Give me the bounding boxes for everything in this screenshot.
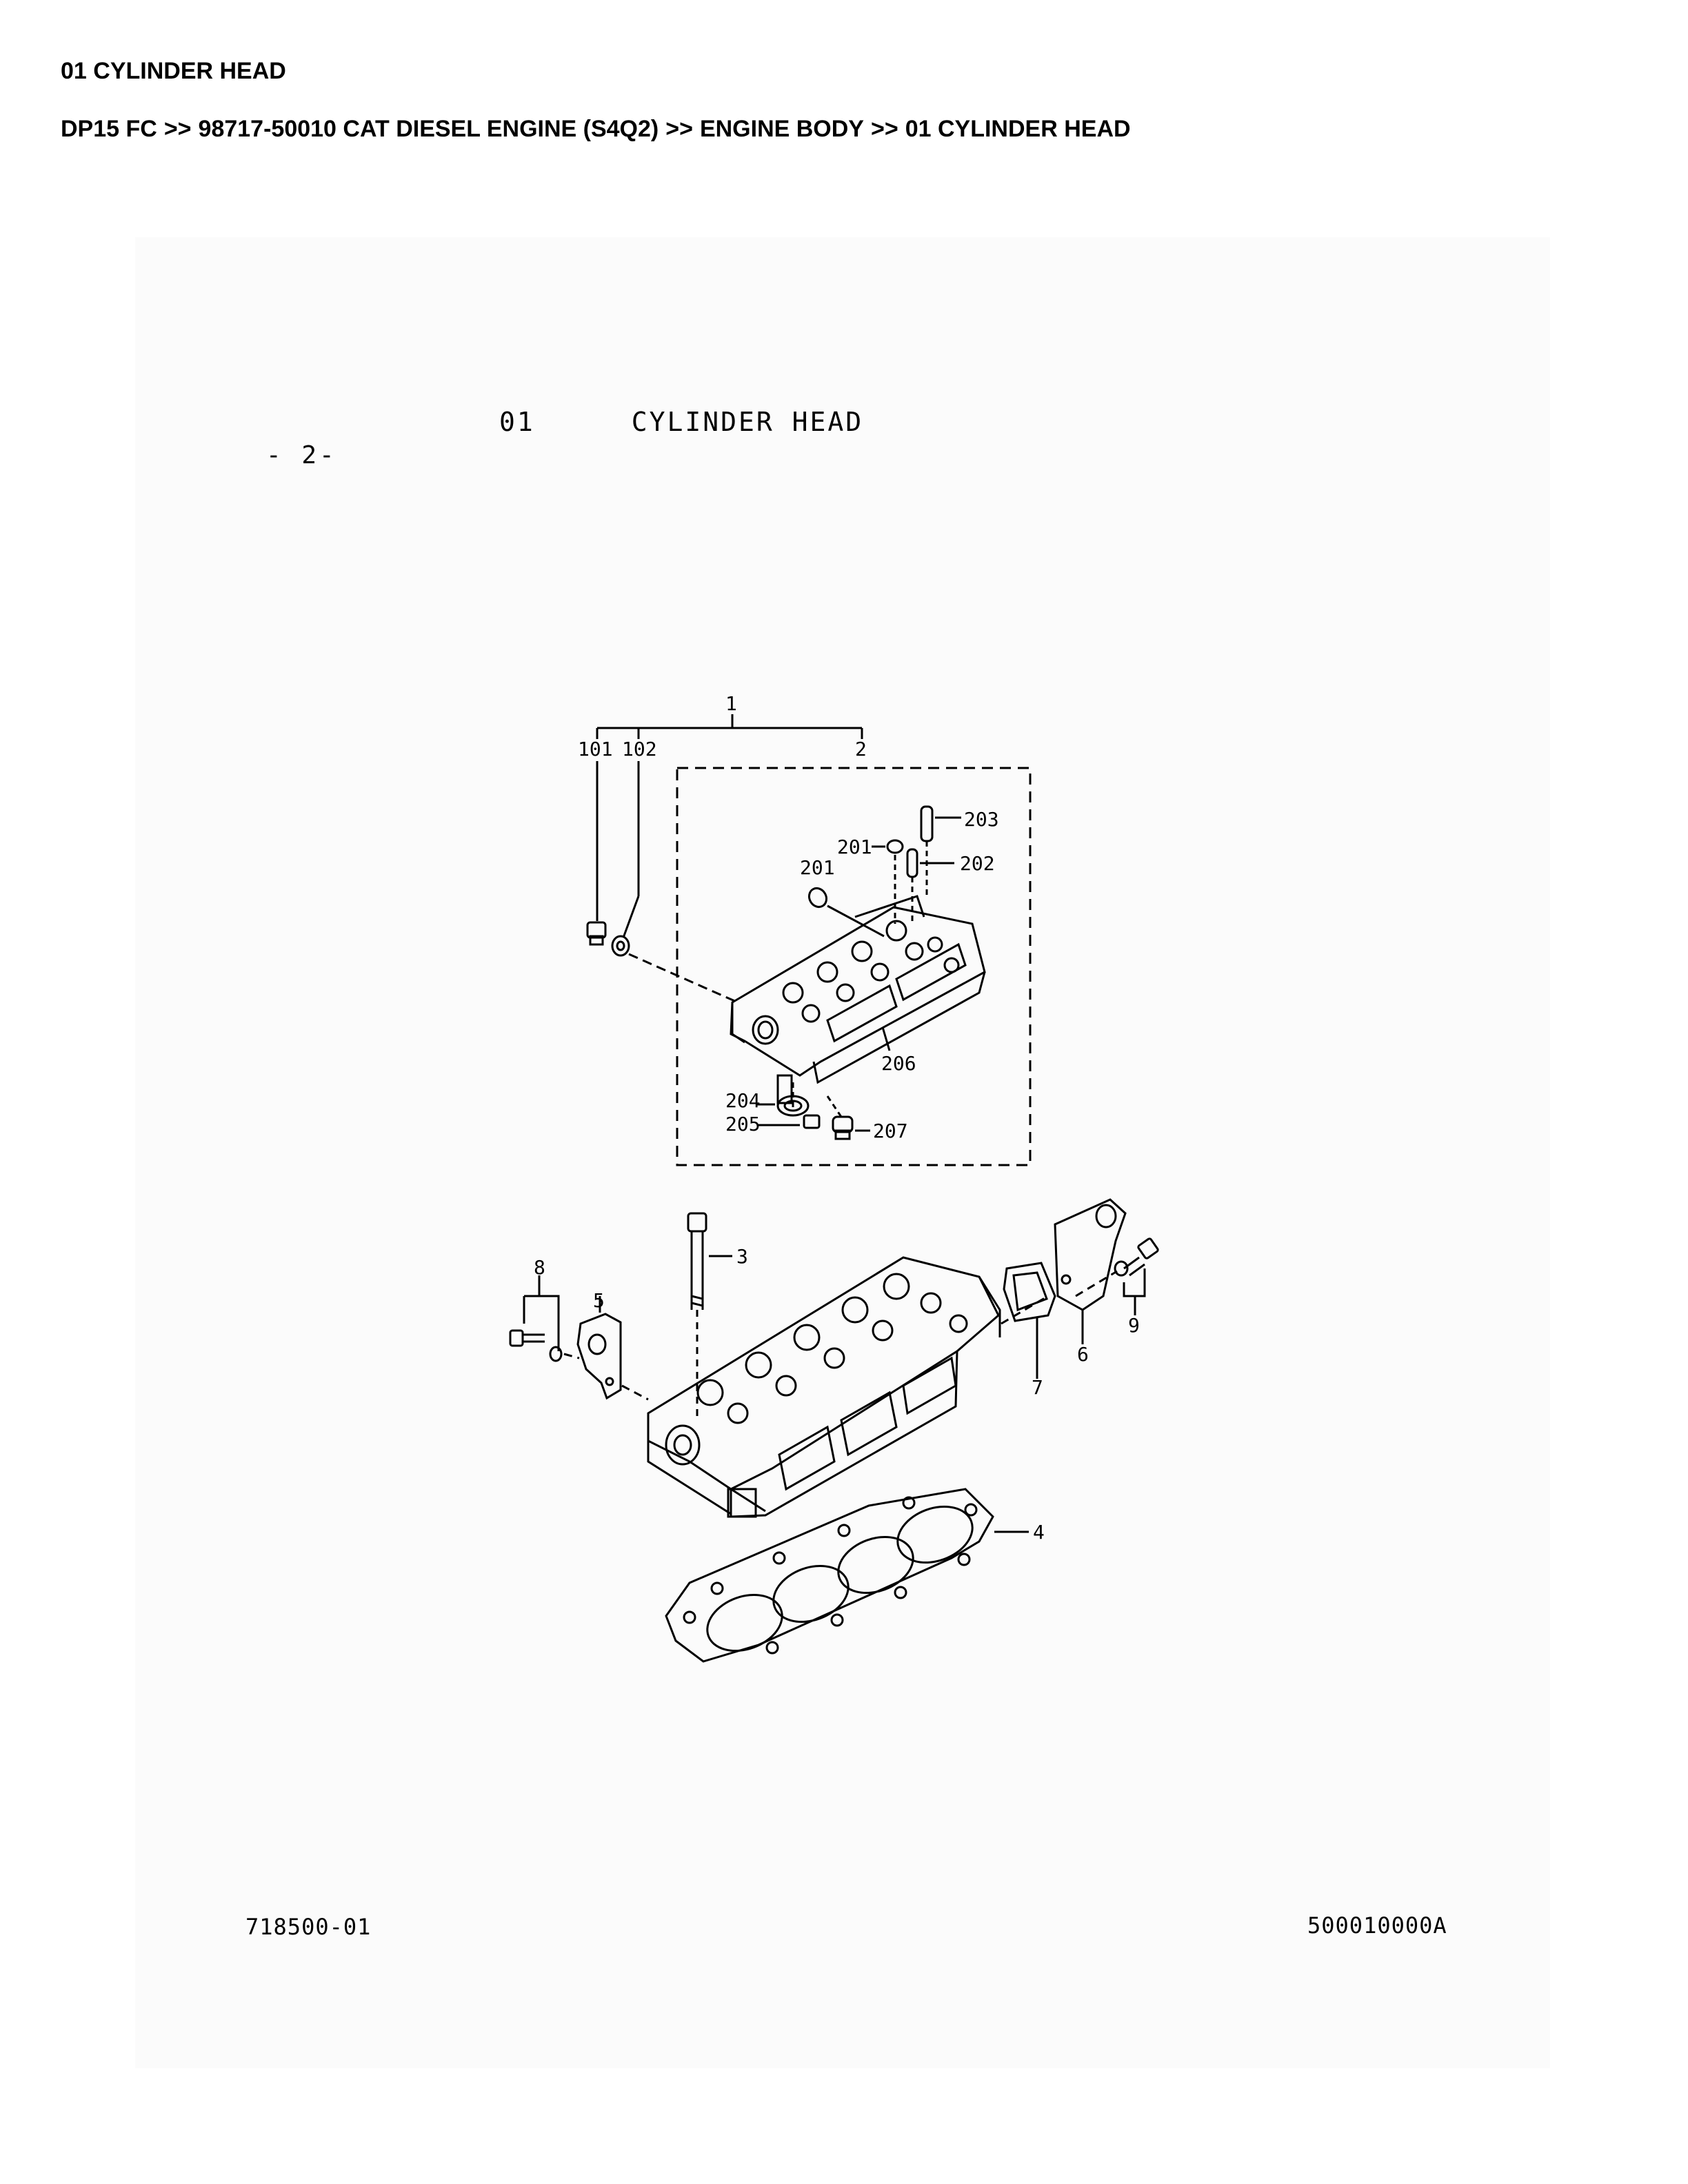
parts-diagram-sheet: - 2- 01 CYLINDER HEAD 718500-01 500010000… bbox=[135, 237, 1550, 2068]
valve-stem-seal-201 bbox=[807, 887, 828, 909]
callout-8: 8 bbox=[534, 1256, 545, 1279]
callout-6: 6 bbox=[1077, 1343, 1089, 1366]
assembly-bracket bbox=[596, 714, 863, 739]
breadcrumb-separator: >> bbox=[163, 116, 192, 142]
sub-assembly-box bbox=[676, 767, 1032, 1166]
sheet-title: 01 CYLINDER HEAD bbox=[499, 407, 863, 437]
drawing-code-right: 500010000A bbox=[1307, 1912, 1447, 1939]
callout-5: 5 bbox=[593, 1289, 605, 1312]
cylinder-head-upper bbox=[730, 895, 986, 1104]
pin-203 bbox=[920, 805, 934, 842]
hanger-bracket-6 bbox=[1054, 1198, 1127, 1311]
breadcrumb-separator: >> bbox=[665, 116, 693, 142]
breadcrumb-engine-body[interactable]: ENGINE BODY bbox=[699, 116, 864, 142]
head-bolt-3 bbox=[687, 1212, 707, 1420]
callout-1: 1 bbox=[725, 692, 737, 715]
callout-labels: 1 101 102 2 201 201 202 203 204 205 206 … bbox=[534, 692, 1140, 1544]
bolt-9 bbox=[1123, 1237, 1159, 1277]
head-gasket-4 bbox=[665, 1488, 994, 1663]
callout-4: 4 bbox=[1033, 1521, 1045, 1544]
callout-202: 202 bbox=[960, 852, 995, 875]
callout-206: 206 bbox=[881, 1052, 916, 1075]
callout-205: 205 bbox=[725, 1113, 761, 1135]
lifting-hook-5 bbox=[576, 1313, 622, 1400]
breadcrumb-current: 01 CYLINDER HEAD bbox=[905, 116, 1131, 142]
callout-9: 9 bbox=[1128, 1314, 1140, 1337]
seal-204 bbox=[776, 1095, 810, 1117]
cap-207 bbox=[832, 1115, 854, 1140]
callout-7: 7 bbox=[1032, 1376, 1043, 1399]
callout-101: 101 bbox=[578, 738, 613, 760]
cylinder-head-lower bbox=[647, 1256, 1001, 1518]
sheet-section-title: CYLINDER HEAD bbox=[631, 407, 864, 437]
page-title: 01 CYLINDER HEAD bbox=[61, 58, 286, 84]
callout-102: 102 bbox=[622, 738, 657, 760]
breadcrumb: DP15 FC>>98717-50010 CAT DIESEL ENGINE (… bbox=[61, 116, 1131, 143]
plug-101 bbox=[586, 921, 607, 946]
callout-2: 2 bbox=[855, 738, 867, 760]
bolt-8 bbox=[509, 1329, 545, 1347]
valve-stem-seal-201b bbox=[886, 839, 904, 854]
valve-guide-202 bbox=[906, 848, 918, 878]
callout-3: 3 bbox=[736, 1245, 748, 1268]
callout-204: 204 bbox=[725, 1089, 761, 1112]
callout-203: 203 bbox=[964, 808, 999, 831]
breadcrumb-model[interactable]: DP15 FC bbox=[61, 116, 157, 142]
breadcrumb-separator: >> bbox=[871, 116, 898, 142]
insert-205 bbox=[803, 1114, 821, 1129]
drawing-code-left: 718500-01 bbox=[245, 1914, 372, 1940]
callout-201-left: 201 bbox=[800, 856, 835, 879]
callout-201-right: 201 bbox=[837, 836, 872, 858]
sheet-section-number: 01 bbox=[499, 407, 535, 437]
sheet-page-marker: - 2- bbox=[266, 441, 337, 469]
breadcrumb-engine[interactable]: 98717-50010 CAT DIESEL ENGINE (S4Q2) bbox=[198, 116, 659, 142]
callout-207: 207 bbox=[873, 1120, 908, 1142]
gasket-7 bbox=[1003, 1262, 1056, 1322]
washer-102 bbox=[611, 935, 630, 957]
